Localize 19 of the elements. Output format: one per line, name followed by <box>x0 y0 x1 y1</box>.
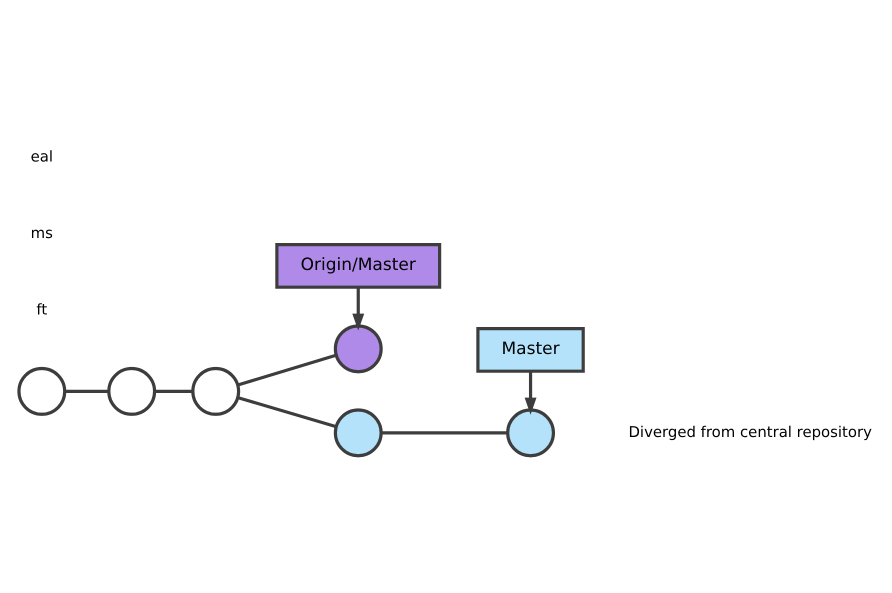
arrow <box>352 286 364 330</box>
node-circle <box>107 366 156 416</box>
label: ft <box>36 300 48 318</box>
node-circle <box>506 408 556 457</box>
connector <box>154 389 193 392</box>
connector <box>65 389 109 392</box>
node-circle <box>334 408 383 457</box>
node-circle <box>17 366 66 416</box>
arrow <box>524 370 537 414</box>
label: eal <box>30 146 54 165</box>
node-circle <box>334 324 383 373</box>
label: Diverged from central repository <box>628 422 872 440</box>
node-box: Master <box>476 326 585 372</box>
label: ms <box>30 223 53 242</box>
node-box: Origin/Master <box>275 242 442 288</box>
connector <box>237 353 336 386</box>
node-circle <box>191 366 240 416</box>
connector <box>381 430 508 434</box>
connector <box>237 396 336 428</box>
